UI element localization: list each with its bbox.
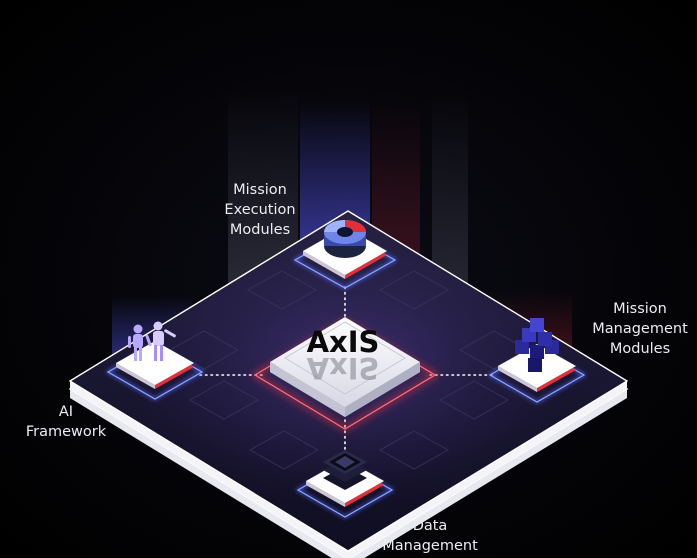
execution-modules-label: Mission Execution Modules — [205, 180, 315, 240]
management-label-line-1: Mission — [613, 301, 667, 317]
robots-icon — [128, 321, 176, 361]
donut-chart-icon — [324, 220, 366, 258]
data-label-line-2: Management — [382, 538, 478, 554]
management-label-line-2: Management — [592, 321, 688, 337]
management-label-line-3: Modules — [609, 341, 671, 357]
server-stack-icon — [323, 450, 367, 490]
ai-framework-label: AI Framework — [10, 402, 122, 442]
data-label-line-1: Data — [412, 518, 448, 534]
execution-label-line-2: Execution — [224, 202, 296, 218]
execution-label-line-1: Mission — [233, 182, 287, 198]
center-title: AxIS — [307, 325, 380, 359]
center-title-reflection: AxIS — [307, 351, 380, 385]
cube-stack-icon — [515, 318, 559, 372]
center-node — [252, 317, 438, 431]
ai-label-line-2: Framework — [25, 424, 107, 440]
execution-label-line-3: Modules — [229, 222, 291, 238]
data-management-label: Data Management — [365, 516, 495, 556]
management-modules-label: Mission Management Modules — [585, 299, 695, 359]
ai-label-line-1: AI — [58, 404, 74, 420]
